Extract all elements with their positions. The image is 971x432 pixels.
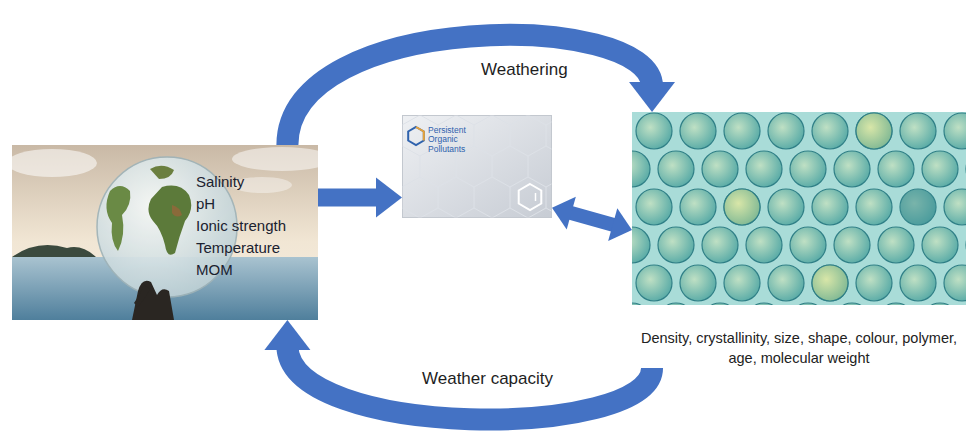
flow-arrow: [318, 177, 402, 217]
photo-node: SalinitypHIonic strengthTemperatureMOM: [12, 145, 318, 320]
flow-arrow: [552, 197, 632, 241]
edge-label: Weathering: [477, 59, 572, 81]
parameter-text: pH: [196, 193, 286, 215]
parameter-text: Ionic strength: [196, 215, 286, 237]
arrow-shaft: [318, 188, 380, 206]
edge-label: Weather capacity: [418, 368, 557, 390]
parameter-text: Salinity: [196, 171, 286, 193]
arrow-head: [629, 82, 675, 112]
arrow-shaft: [568, 212, 615, 225]
parameter-text: Temperature: [196, 237, 286, 259]
arrow-head: [264, 320, 310, 350]
parameter-list: SalinitypHIonic strengthTemperatureMOM: [196, 171, 286, 281]
logo-text: Persistent Organic Pollutants: [428, 126, 480, 154]
arrow-head: [552, 197, 576, 230]
edge-label-holder: Weathering: [477, 59, 572, 81]
property-caption: Density, crystallinity, size, shape, col…: [639, 328, 959, 368]
microplastic-node: Density, crystallinity, size, shape, col…: [632, 112, 966, 368]
arrow-head: [608, 208, 632, 241]
pollutant-logo-card: [402, 115, 552, 218]
flow-arrow: [264, 320, 652, 419]
parameter-text: MOM: [196, 259, 286, 281]
arrow-shaft: [287, 346, 652, 420]
edge-label-holder: Weather capacity: [418, 368, 557, 390]
pollutant-box: Persistent Organic Pollutants: [402, 115, 552, 218]
microplastic-photo: [632, 112, 966, 305]
arrow-head: [376, 177, 402, 217]
